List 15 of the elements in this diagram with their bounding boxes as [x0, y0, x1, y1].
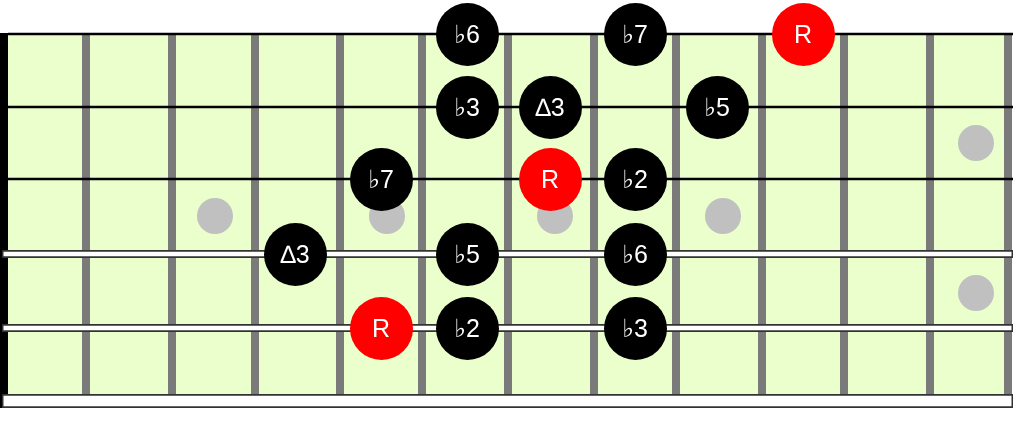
interval-label: ♭3	[622, 315, 648, 341]
interval-label: R	[793, 21, 813, 47]
interval-label: ♭7	[622, 21, 648, 47]
interval-label: ♭6	[622, 241, 648, 267]
interval-label: ♭5	[704, 94, 730, 120]
interval-label: ∆3	[535, 94, 565, 120]
interval-label: ♭2	[454, 315, 480, 341]
interval-label: ♭3	[454, 94, 480, 120]
interval-label: ♭2	[622, 166, 648, 192]
interval-label: ∆3	[280, 241, 310, 267]
interval-label: R	[540, 166, 560, 192]
interval-label: ♭6	[454, 21, 480, 47]
interval-label: ♭5	[454, 241, 480, 267]
interval-label: R	[371, 315, 391, 341]
interval-label: ♭7	[368, 166, 394, 192]
